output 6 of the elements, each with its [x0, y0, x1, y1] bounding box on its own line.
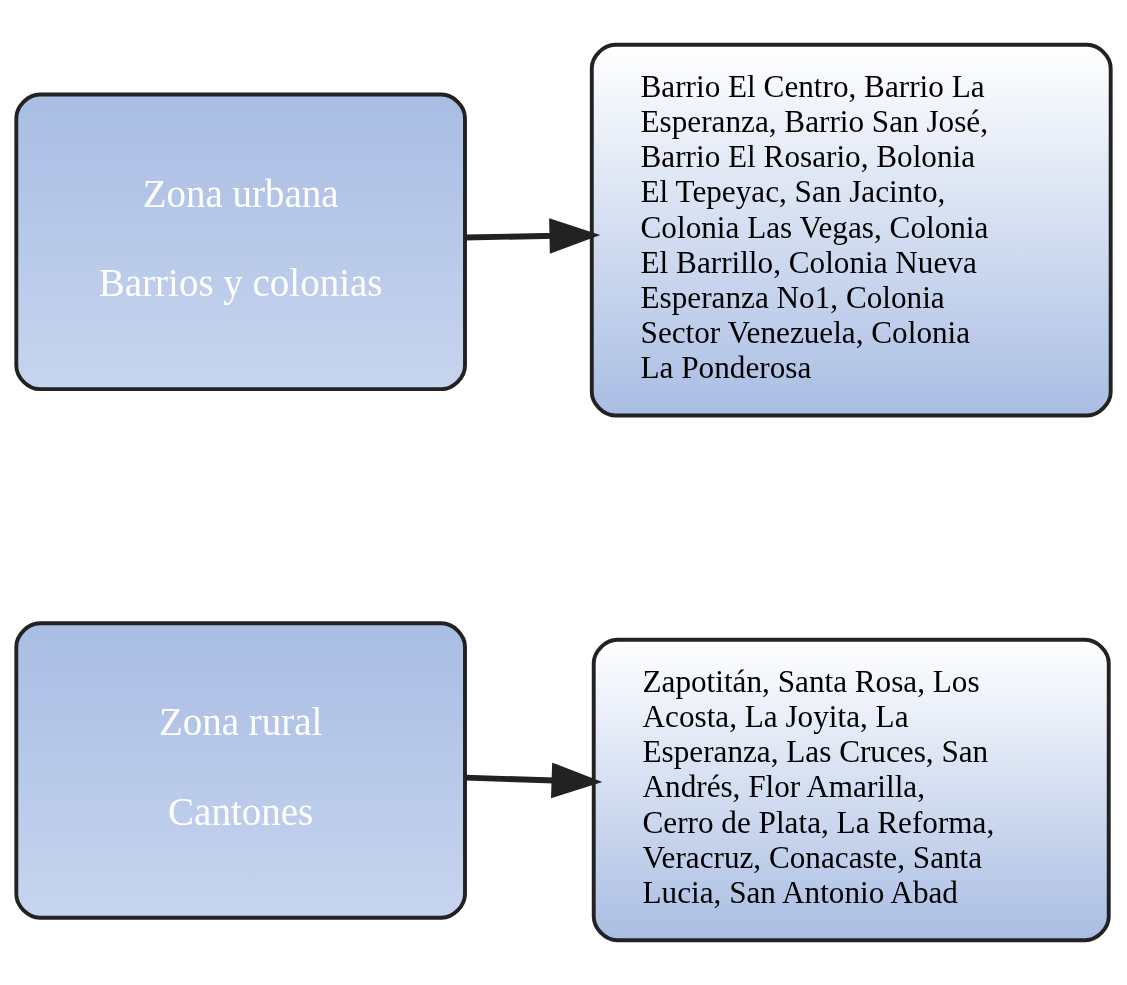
- arrow: [465, 218, 601, 254]
- node-box: Barrio El Centro, Barrio La Esperanza, Barrio San José, Barrio El Rosario, Bolonia El Tepeyac, San Jacinto, Colonia Las Vegas, Colonia El Barrillo, Colonia Nueva Esperanza No1, Colonia Sector Venezuela, Colonia La Ponderosa: [589, 42, 1113, 418]
- node-box: Zapotitán, Santa Rosa, Los Acosta, La Joyita, La Esperanza, Las Cruces, San Andrés, Flor Amarilla, Cerro de Plata, La Reforma, Veracruz, Conacaste, Santa Lucia, San Antonio Abad: [591, 637, 1111, 943]
- node-box: Zona rural Cantones: [14, 621, 467, 920]
- arrow: [464, 762, 603, 799]
- node-box: Zona urbana Barrios y colonias: [14, 92, 467, 392]
